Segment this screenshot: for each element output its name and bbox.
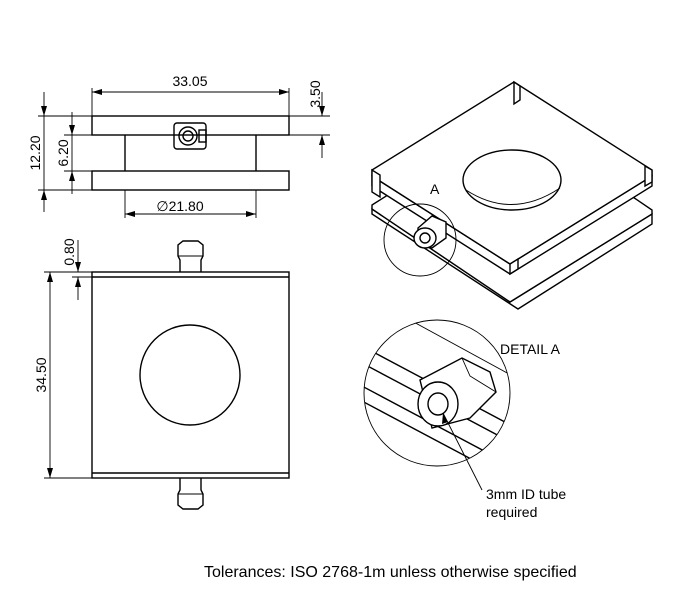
dim-plate-thickness-label: 3.50 [307, 80, 323, 107]
dim-width: 33.05 [91, 73, 290, 116]
tolerances-note: Tolerances: ISO 2768-1m unless otherwise… [204, 564, 577, 581]
dim-plate-thickness: 3.50 [289, 80, 330, 158]
iso-bore [462, 149, 562, 211]
front-top-plate [91, 115, 290, 136]
detail-a-boundary [363, 319, 511, 467]
bottom-barb-fitting [177, 478, 204, 510]
dim-gap-height: 6.20 [55, 112, 92, 194]
dim-total-height: 12.20 [27, 92, 92, 212]
iso-tube-fitting [413, 215, 447, 249]
dim-depth-label: 34.50 [33, 357, 49, 392]
diameter-symbol: ∅ [156, 198, 168, 214]
isometric-view: A [371, 80, 653, 310]
dim-depth: 34.50 [33, 271, 92, 479]
top-view-bore [139, 324, 241, 426]
dim-bore-diameter-label: ∅21.80 [156, 198, 203, 214]
detail-a-title: DETAIL A [500, 341, 561, 357]
front-view [91, 115, 290, 191]
top-view-outline [91, 271, 290, 479]
front-bottom-plate [91, 170, 290, 191]
dim-gap-height-label: 6.20 [55, 139, 71, 166]
bore-diameter-value: 21.80 [169, 198, 204, 214]
dim-width-label: 33.05 [172, 73, 207, 89]
callout-leader [442, 412, 483, 491]
callout-line-1: 3mm ID tube [486, 486, 566, 502]
dim-bore-diameter: ∅21.80 [124, 190, 257, 218]
iso-upper-plate [371, 80, 653, 276]
top-view [91, 240, 290, 510]
callout-line-2: required [486, 504, 537, 520]
detail-a-view: DETAIL A 3mm ID tube required [363, 319, 566, 520]
front-tube-fitting [173, 122, 207, 150]
dim-offset: 0.80 [61, 238, 92, 300]
detail-circle [383, 203, 457, 277]
top-barb-fitting [177, 240, 204, 272]
dim-offset-label: 0.80 [61, 238, 77, 265]
dim-total-height-label: 12.20 [27, 135, 43, 170]
detail-marker: A [430, 181, 440, 197]
